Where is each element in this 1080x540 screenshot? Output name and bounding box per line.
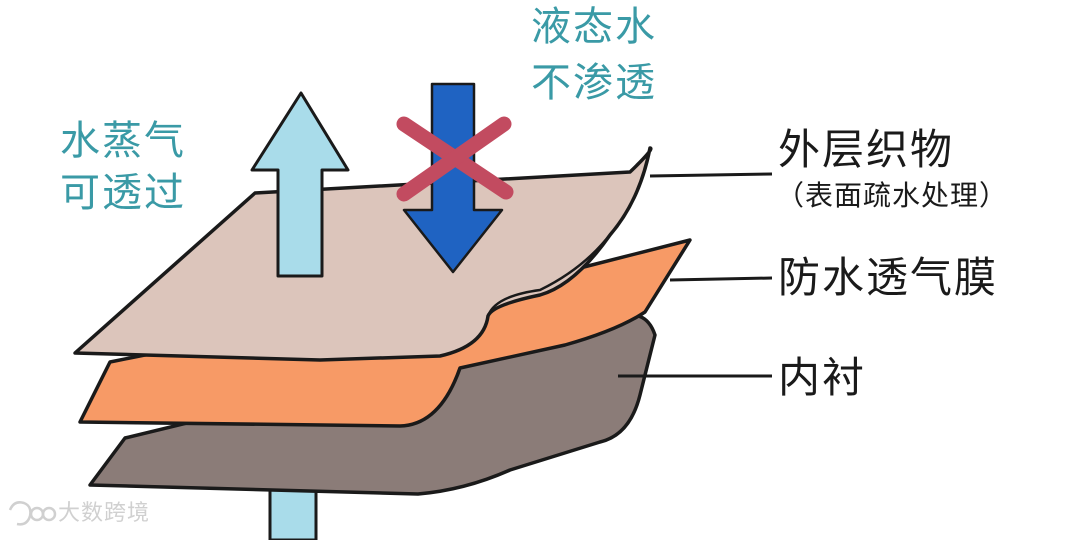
- outer-fabric-note: （表面疏水处理）: [776, 178, 1008, 213]
- liquid-label-line1: 液态水: [531, 2, 657, 52]
- membrane-label: 防水透气膜: [778, 252, 998, 305]
- lining-label: 内衬: [778, 352, 866, 405]
- logo-icon: [10, 502, 55, 524]
- vapor-label-line2: 可透过: [60, 168, 186, 218]
- watermark-text: 大数跨境: [58, 500, 150, 528]
- leader-line-outer-fabric: [650, 174, 772, 176]
- liquid-label-line2: 不渗透: [531, 58, 657, 108]
- leader-line-membrane: [670, 278, 772, 280]
- vapor-label-line1: 水蒸气: [60, 116, 186, 166]
- outer-fabric-label: 外层织物: [778, 124, 954, 177]
